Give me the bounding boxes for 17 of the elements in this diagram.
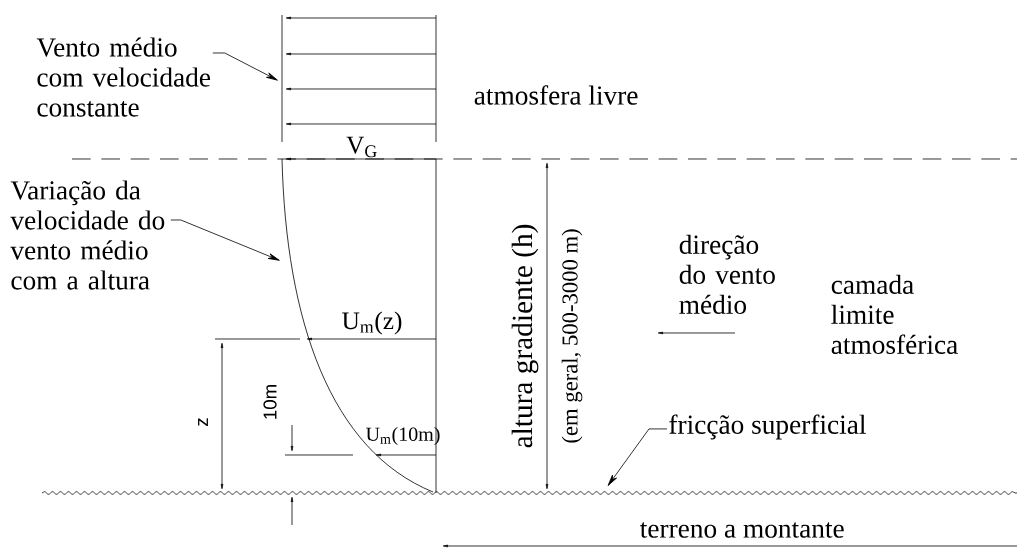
- label-text: U$_{m}$(z): [342, 311, 402, 335]
- leader-line: [607, 428, 668, 486]
- label-text: V$_{G}$: [346, 136, 377, 158]
- label-text: terreno a montante: [640, 522, 844, 538]
- callout-text: Vento médio com velocidade constante: [36, 37, 211, 117]
- leader-line: [170, 219, 280, 261]
- label-text: direção do vento médio: [679, 234, 775, 314]
- label-text: atmosfera livre: [474, 85, 638, 105]
- leader-line: [212, 52, 278, 81]
- label-text: (em geral, 500-3000 m): [561, 229, 583, 443]
- label-text: U$_{m}$(10m): [366, 426, 440, 446]
- label-text: altura gradiente (h): [511, 224, 539, 448]
- label-text: camada limite atmosférica: [831, 274, 958, 354]
- label-text: z: [198, 418, 208, 426]
- callout-text: Variação da velocidade do vento médio com a altura: [10, 180, 165, 290]
- callout-text: fricção superficial: [669, 414, 866, 440]
- ground-surface-drawing: [41, 491, 1017, 495]
